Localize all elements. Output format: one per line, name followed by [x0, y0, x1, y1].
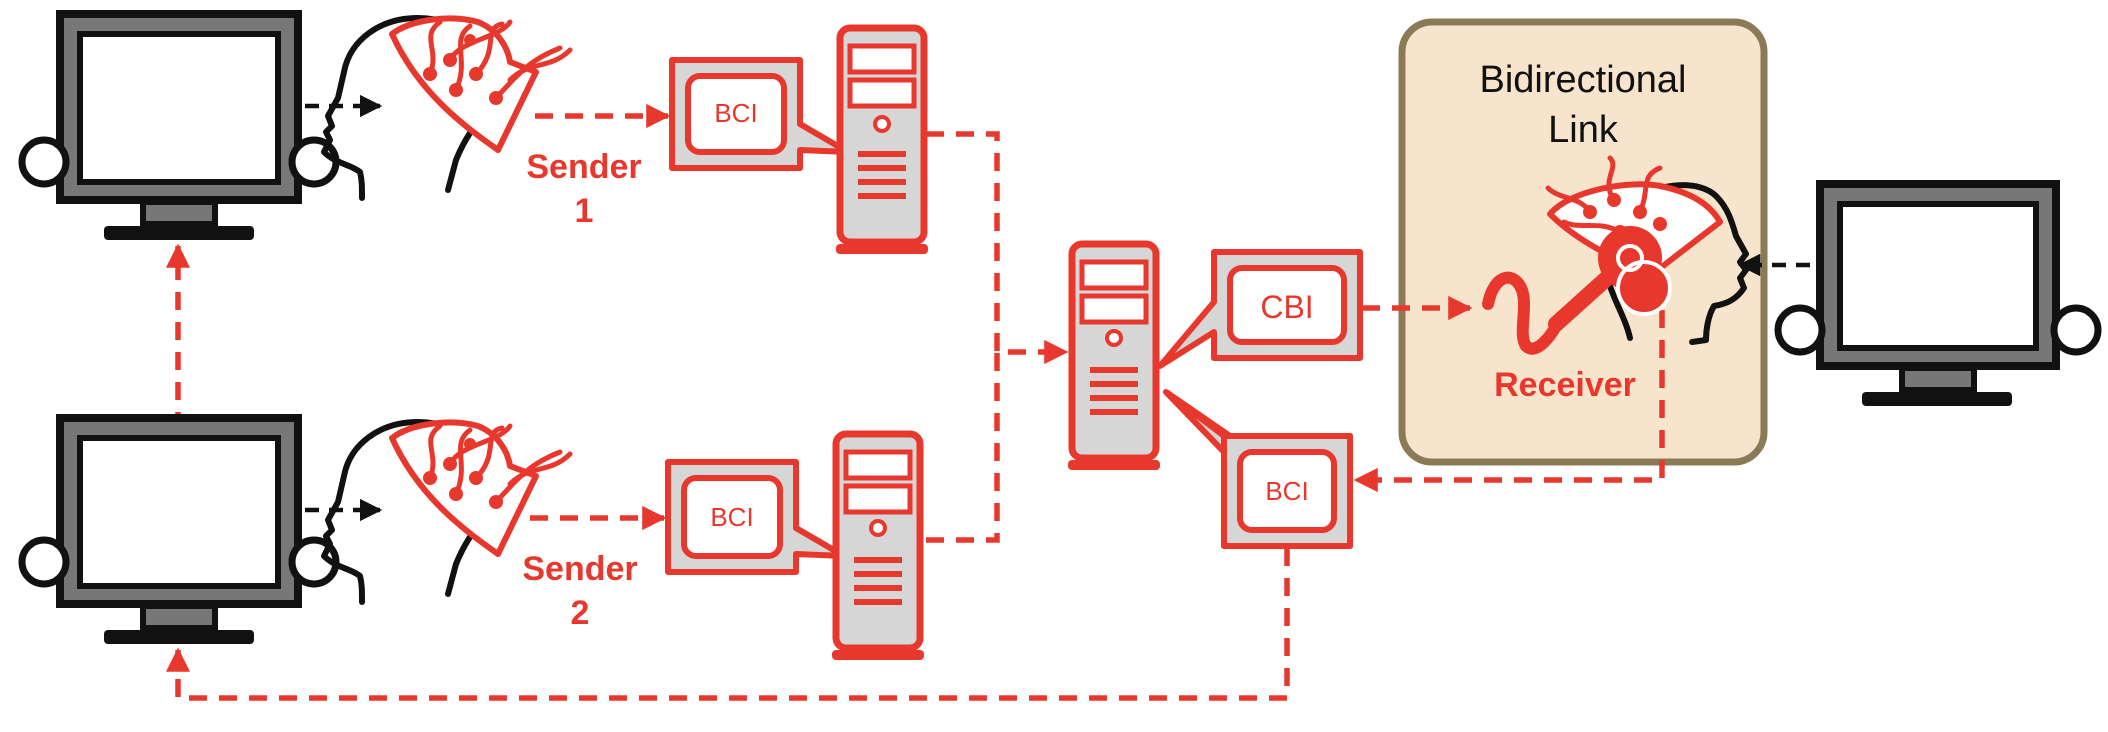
computer-tower-sender2 — [832, 430, 924, 660]
sender2-head-icon — [321, 419, 573, 605]
cbi-label: CBI — [1260, 289, 1313, 325]
connector-computer2-to-central — [926, 352, 1000, 543]
cbi-box — [1157, 249, 1363, 369]
bci-sender1-label: BCI — [714, 98, 757, 128]
connector-bci-to-monitor2 — [165, 548, 1290, 701]
connections — [165, 94, 1810, 701]
sender2-label: Sender — [522, 550, 637, 588]
computer-tower-central — [1068, 240, 1160, 470]
bci-box-sender2 — [665, 459, 847, 575]
sender1-head-icon — [321, 15, 573, 201]
sender1-number: 1 — [575, 192, 594, 230]
receiver-head-icon — [1482, 155, 1749, 355]
bci-sender2-label: BCI — [710, 502, 753, 532]
bidirectional-link-title-line1: Bidirectional — [1480, 59, 1687, 101]
sender1-label: Sender — [526, 148, 641, 186]
monitor-receiver — [1774, 180, 2102, 406]
bci-feedback-label: BCI — [1265, 476, 1308, 506]
sender2-number: 2 — [571, 594, 590, 632]
monitor-sender2 — [18, 414, 340, 644]
computer-tower-sender1 — [836, 24, 928, 254]
monitor-sender1 — [18, 10, 340, 240]
connector-computer1-to-central — [926, 131, 1069, 365]
bci-box-sender1 — [669, 57, 851, 171]
receiver-label: Receiver — [1494, 366, 1636, 404]
bidirectional-link-title-line2: Link — [1548, 109, 1619, 151]
bci-box-feedback — [1163, 389, 1353, 549]
connector-receiver-to-bci — [1353, 310, 1665, 493]
